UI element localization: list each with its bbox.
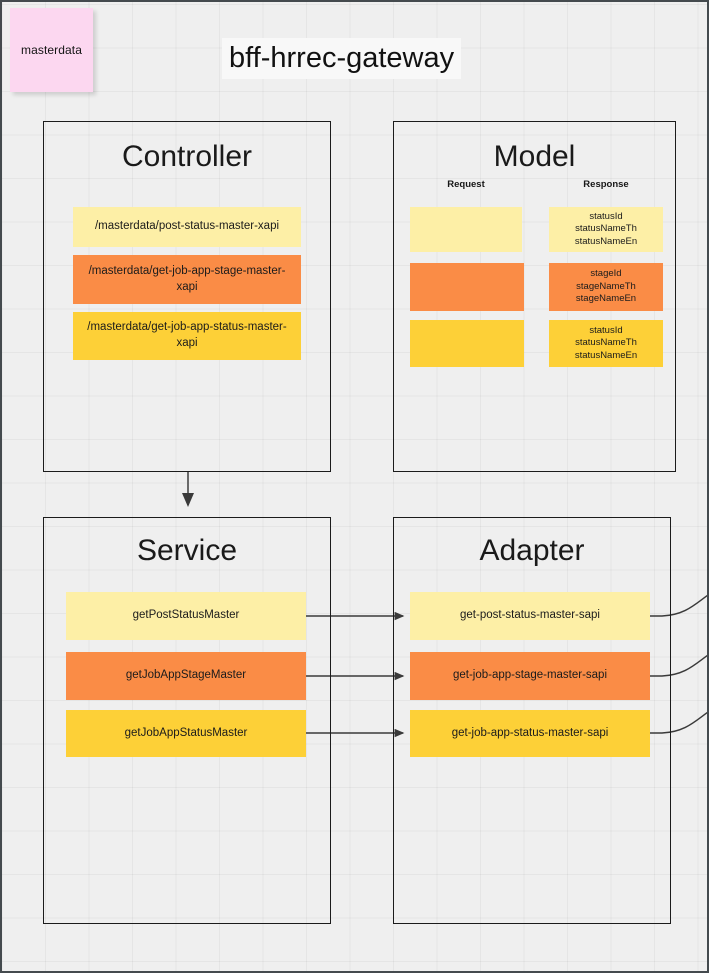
adapter-item-get-post-status-master-sapi[interactable]: get-post-status-master-sapi (410, 592, 650, 640)
service-item-get-job-app-stage-master[interactable]: getJobAppStageMaster (66, 652, 306, 700)
controller-item-label: /masterdata/get-job-app-status-master-xa… (87, 321, 287, 349)
adapter-item-label: get-post-status-master-sapi (460, 609, 600, 622)
service-item-get-post-status-master[interactable]: getPostStatusMaster (66, 592, 306, 640)
controller-item-get-job-app-stage-master[interactable]: /masterdata/get-job-app-stage-master-xap… (73, 255, 301, 304)
service-item-label: getPostStatusMaster (132, 609, 240, 622)
service-title: Service (136, 534, 238, 567)
model-section[interactable]: Model (393, 121, 676, 472)
adapter-item-label: get-job-app-stage-master-sapi (452, 669, 608, 682)
adapter-item-label: get-job-app-status-master-sapi (451, 726, 609, 739)
sticky-note-label: masterdata (20, 43, 83, 57)
controller-section[interactable]: Controller (43, 121, 331, 472)
adapter-item-get-job-app-status-master-sapi[interactable]: get-job-app-status-master-sapi (410, 710, 650, 757)
controller-item-post-status-master[interactable]: /masterdata/post-status-master-xapi (73, 207, 301, 247)
model-request-block-job-app-status[interactable] (410, 320, 524, 367)
sticky-note-masterdata[interactable]: masterdata (10, 8, 93, 92)
service-item-get-job-app-status-master[interactable]: getJobAppStatusMaster (66, 710, 306, 757)
controller-item-label: /masterdata/get-job-app-stage-master-xap… (88, 264, 286, 293)
model-response-column-label: Response (583, 179, 629, 190)
diagram-title: bff-hrrec-gateway (222, 38, 462, 80)
model-request-column-label: Request (447, 179, 485, 190)
service-item-label: getJobAppStatusMaster (124, 726, 248, 739)
model-title: Model (493, 140, 576, 173)
service-item-label: getJobAppStageMaster (125, 669, 247, 682)
adapter-title: Adapter (479, 534, 585, 567)
controller-item-label: /masterdata/post-status-master-xapi (94, 220, 280, 233)
controller-title: Controller (121, 140, 253, 173)
model-request-block-stage[interactable] (410, 263, 524, 311)
adapter-section[interactable]: Adapter (393, 517, 671, 924)
controller-item-get-job-app-status-master[interactable]: /masterdata/get-job-app-status-master-xa… (73, 312, 301, 360)
model-request-block-status[interactable] (410, 207, 522, 252)
adapter-item-get-job-app-stage-master-sapi[interactable]: get-job-app-stage-master-sapi (410, 652, 650, 700)
service-section[interactable]: Service (43, 517, 331, 924)
